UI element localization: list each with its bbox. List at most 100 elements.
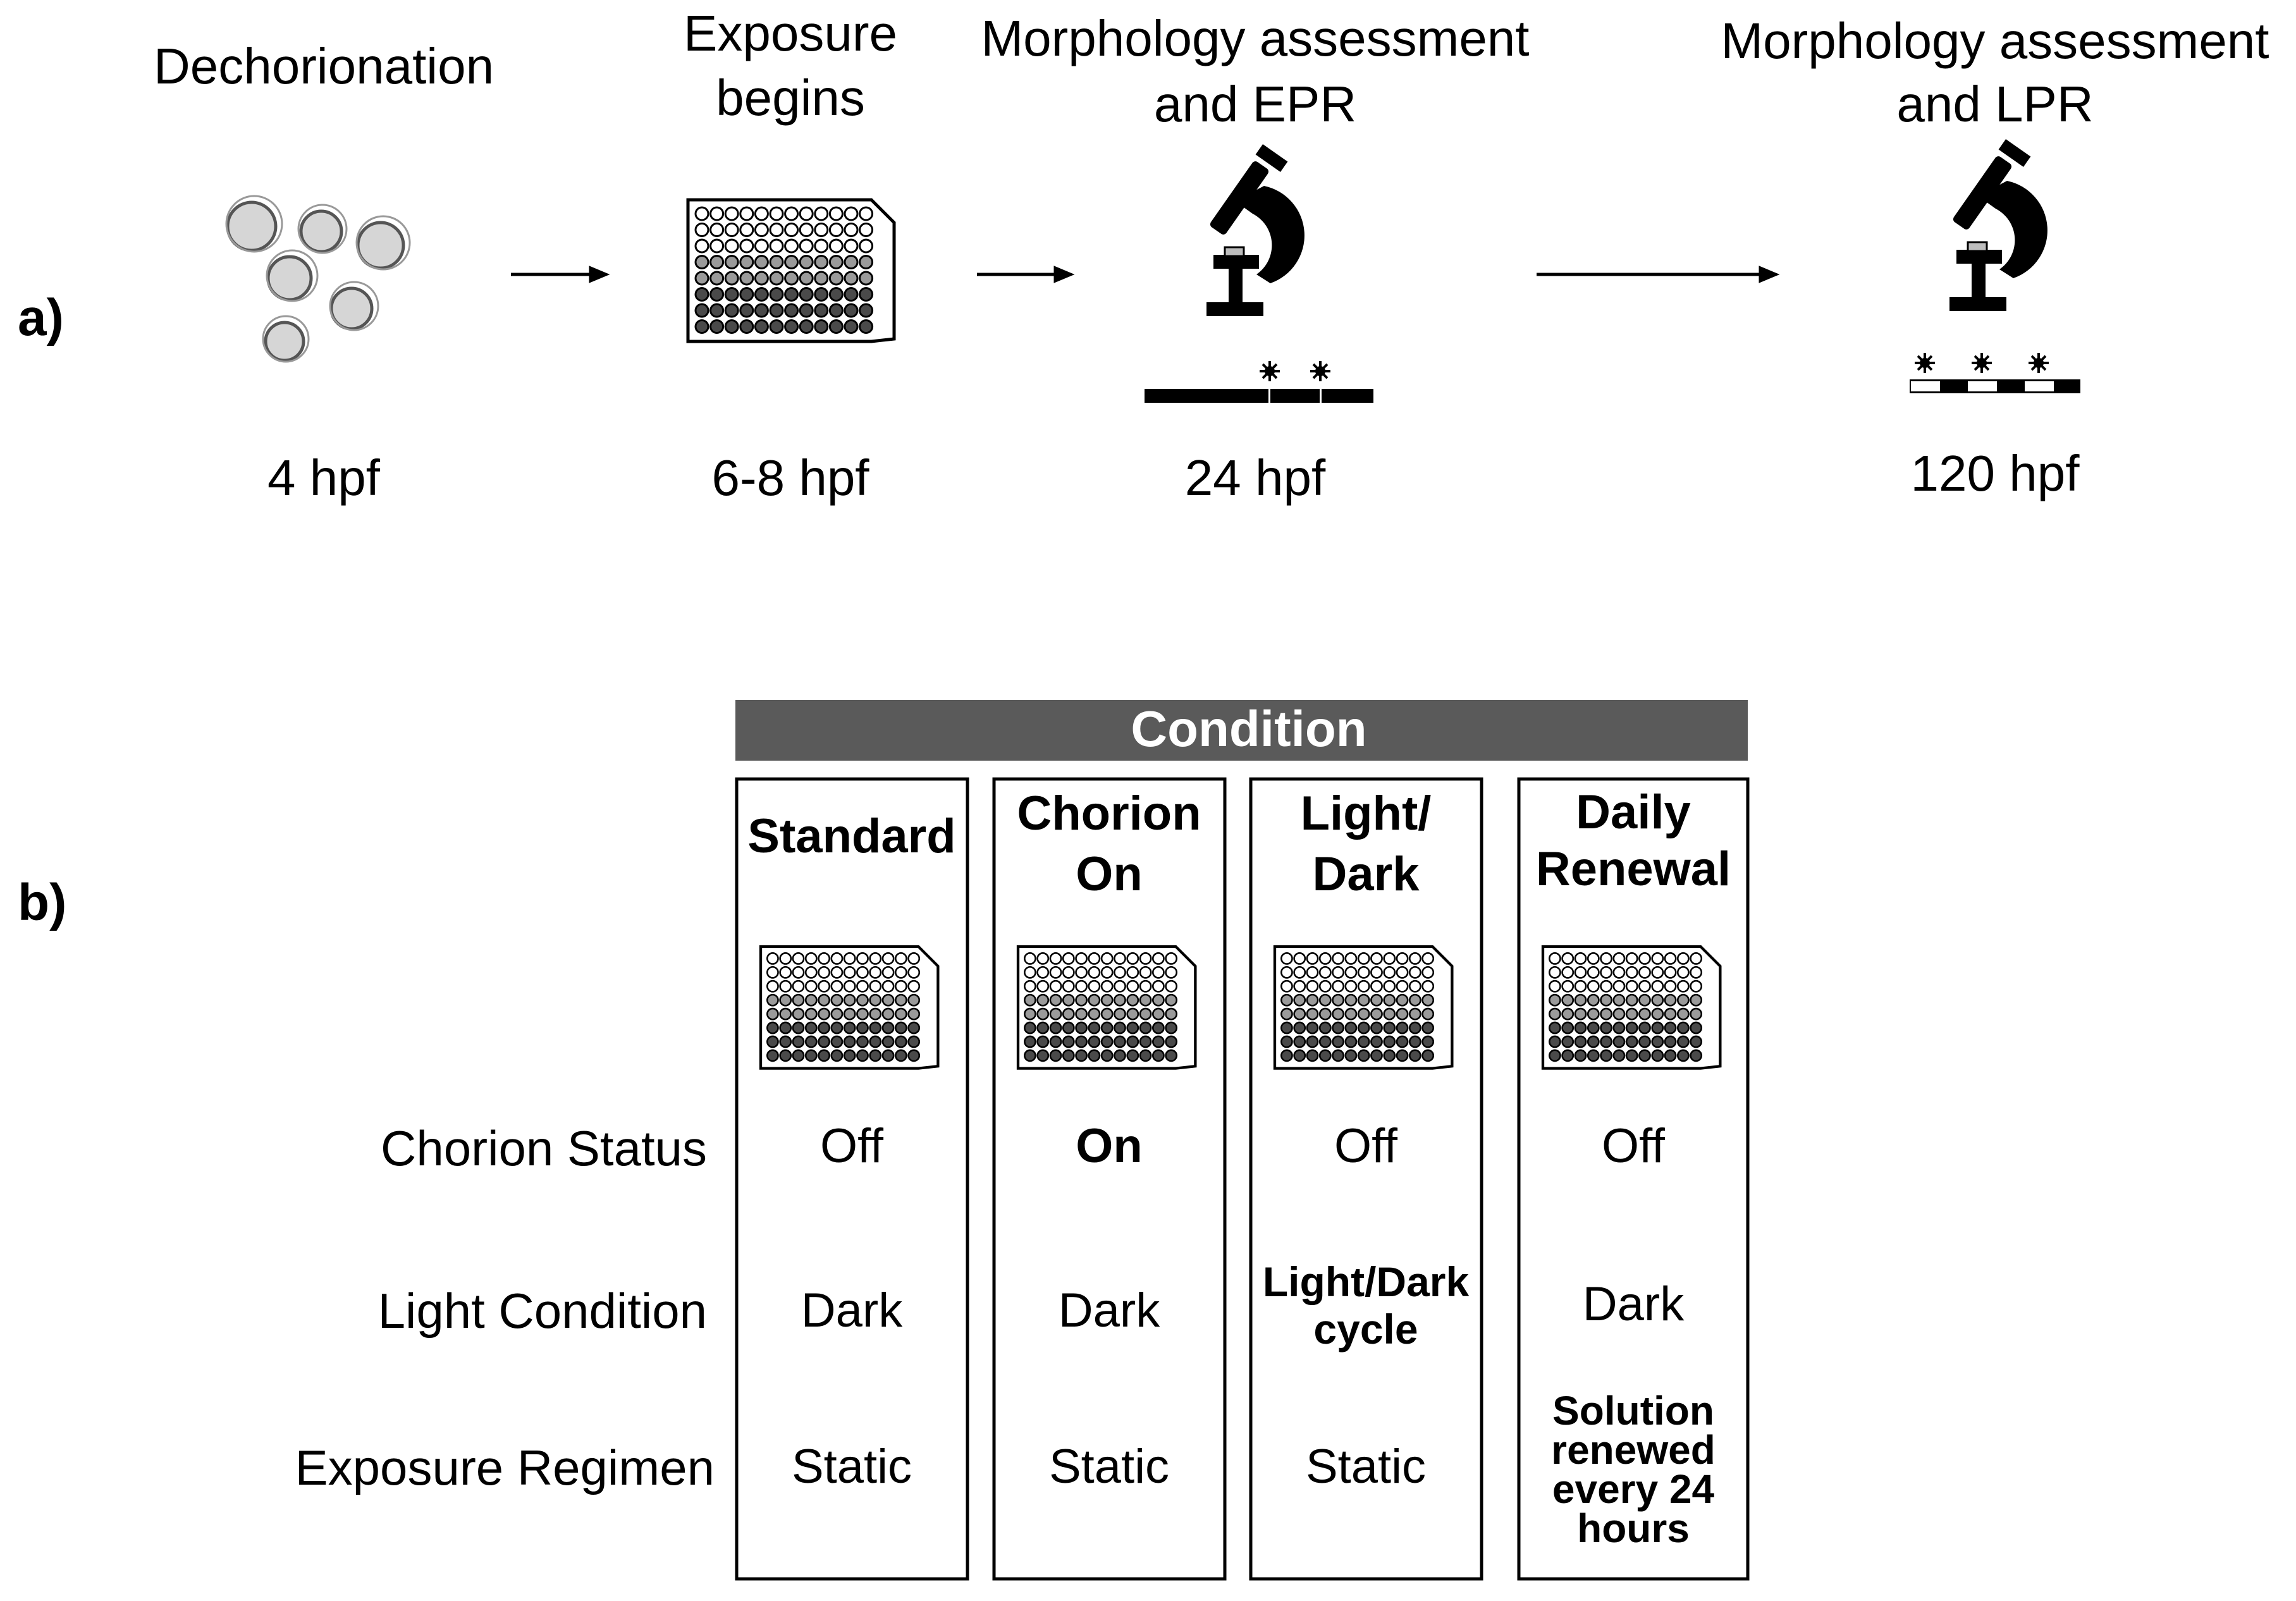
well bbox=[1587, 966, 1600, 979]
well bbox=[1676, 966, 1690, 979]
well bbox=[1036, 1021, 1050, 1034]
well bbox=[894, 966, 907, 979]
well bbox=[828, 238, 844, 254]
well bbox=[1306, 1049, 1319, 1062]
well bbox=[1036, 979, 1050, 993]
well bbox=[818, 1035, 830, 1048]
condition-4-title-line-1: Daily bbox=[1576, 785, 1691, 839]
well bbox=[1574, 993, 1587, 1007]
step-4-title-line-1: Morphology assessment bbox=[1721, 13, 2269, 69]
well bbox=[1332, 1049, 1344, 1062]
well bbox=[1396, 1007, 1409, 1021]
well bbox=[1165, 1007, 1178, 1021]
well bbox=[1421, 993, 1435, 1007]
well bbox=[843, 1035, 856, 1048]
well bbox=[1664, 1021, 1677, 1034]
well bbox=[844, 238, 859, 254]
well bbox=[694, 238, 709, 254]
condition-header: Condition bbox=[1131, 701, 1366, 757]
light-flash-icon bbox=[1260, 361, 1280, 381]
microscope-icon bbox=[1206, 144, 1305, 316]
light-flash-icon bbox=[1915, 353, 1935, 373]
well bbox=[766, 1049, 779, 1062]
well bbox=[1139, 993, 1152, 1007]
well bbox=[1088, 979, 1101, 993]
well bbox=[814, 238, 829, 254]
well bbox=[1561, 966, 1575, 979]
well bbox=[799, 303, 814, 318]
well bbox=[1306, 1007, 1319, 1021]
well bbox=[694, 206, 709, 221]
well bbox=[1690, 979, 1703, 993]
well bbox=[894, 979, 907, 993]
well bbox=[1062, 993, 1075, 1007]
well bbox=[1638, 1007, 1651, 1021]
condition-column-daily-renewal bbox=[1517, 777, 1750, 1581]
well bbox=[1344, 1035, 1358, 1048]
well bbox=[856, 1021, 869, 1034]
step-3-title-line-1: Morphology assessment bbox=[981, 10, 1529, 66]
well bbox=[894, 993, 907, 1007]
well bbox=[1638, 952, 1651, 965]
well bbox=[869, 952, 882, 965]
well bbox=[1165, 1049, 1178, 1062]
well bbox=[694, 223, 709, 237]
well bbox=[1370, 993, 1383, 1007]
well bbox=[1370, 952, 1383, 965]
well bbox=[1280, 1049, 1293, 1062]
well bbox=[1049, 979, 1062, 993]
well bbox=[1664, 952, 1677, 965]
well bbox=[814, 287, 829, 302]
well bbox=[1587, 1049, 1600, 1062]
well bbox=[1024, 979, 1036, 993]
well bbox=[1024, 1049, 1036, 1062]
well bbox=[1318, 1035, 1332, 1048]
well bbox=[1408, 979, 1421, 993]
well bbox=[1036, 952, 1050, 965]
well bbox=[1088, 1035, 1101, 1048]
well bbox=[1075, 966, 1088, 979]
well bbox=[1075, 993, 1088, 1007]
well bbox=[1664, 1007, 1677, 1021]
well bbox=[1114, 966, 1126, 979]
well bbox=[1280, 1007, 1293, 1021]
well bbox=[1332, 993, 1344, 1007]
step-4-title-line-2: and LPR bbox=[1896, 76, 2093, 132]
step-2-time: 6-8 hpf bbox=[711, 450, 869, 506]
well bbox=[1280, 979, 1293, 993]
well bbox=[1280, 1021, 1293, 1034]
well bbox=[1049, 952, 1062, 965]
well bbox=[869, 979, 882, 993]
well bbox=[1344, 979, 1358, 993]
well bbox=[844, 206, 859, 221]
well bbox=[1357, 966, 1370, 979]
well bbox=[1049, 993, 1062, 1007]
well bbox=[844, 287, 859, 302]
well bbox=[1332, 979, 1344, 993]
well bbox=[769, 271, 784, 286]
condition-column-light-dark bbox=[1249, 777, 1483, 1581]
well bbox=[1100, 1035, 1114, 1048]
well bbox=[1651, 1021, 1664, 1034]
well bbox=[766, 1021, 779, 1034]
well bbox=[1408, 952, 1421, 965]
well bbox=[1126, 979, 1139, 993]
well bbox=[814, 255, 829, 269]
well bbox=[907, 1007, 921, 1021]
well bbox=[1024, 966, 1036, 979]
well bbox=[859, 303, 874, 318]
well bbox=[907, 979, 921, 993]
well bbox=[856, 1035, 869, 1048]
well-plate-icon bbox=[1273, 945, 1454, 1070]
well bbox=[881, 952, 895, 965]
well bbox=[1421, 952, 1435, 965]
well bbox=[1561, 979, 1575, 993]
well bbox=[779, 1035, 792, 1048]
condition-column-chorion-on bbox=[992, 777, 1227, 1581]
condition-2-regimen: Static bbox=[1049, 1440, 1169, 1494]
well bbox=[1306, 979, 1319, 993]
well bbox=[1549, 952, 1561, 965]
well bbox=[784, 271, 799, 286]
well bbox=[1370, 1021, 1383, 1034]
